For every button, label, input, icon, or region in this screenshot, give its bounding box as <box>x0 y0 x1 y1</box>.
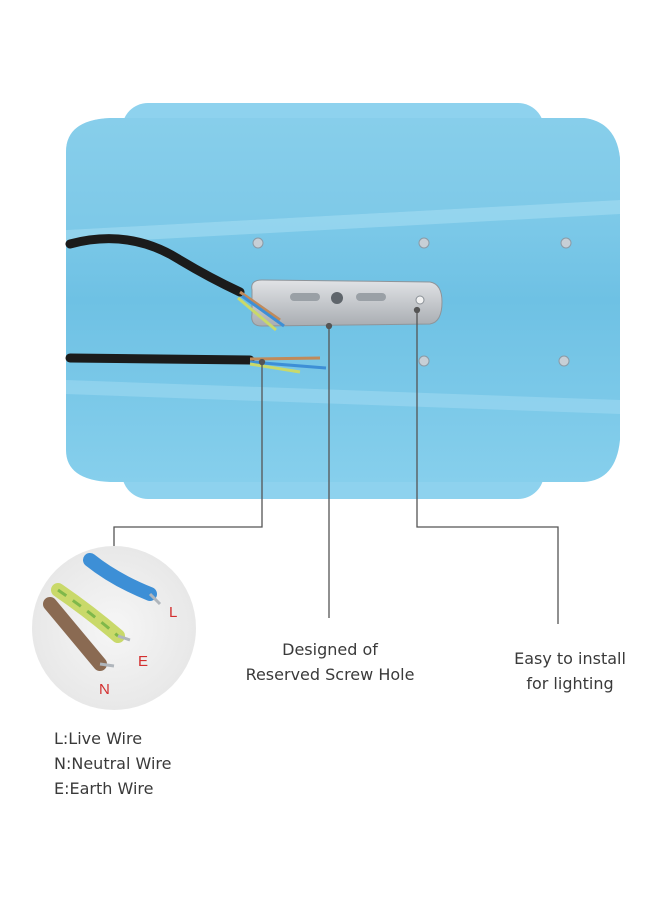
wire-letter-earth: E <box>138 653 148 670</box>
screw-hole-caption: Designed of Reserved Screw Hole <box>215 637 445 687</box>
screw-hole-caption-line-2: Reserved Screw Hole <box>245 665 415 684</box>
wire-letter-live: L <box>169 604 177 621</box>
housing-screws <box>252 237 572 367</box>
wire-legend: L:Live Wire N:Neutral Wire E:Earth Wire <box>54 726 171 801</box>
legend-live: L:Live Wire <box>54 729 143 748</box>
screw-hole-caption-line-1: Designed of <box>282 640 378 659</box>
wire-detail-circle: L E N <box>32 546 196 710</box>
install-caption: Easy to install for lighting <box>495 646 645 696</box>
legend-earth: E:Earth Wire <box>54 779 154 798</box>
live-wire <box>83 553 157 601</box>
leader-line-install <box>416 310 559 624</box>
install-caption-line-1: Easy to install <box>514 649 626 668</box>
neutral-wire <box>43 597 107 671</box>
install-caption-line-2: for lighting <box>526 674 614 693</box>
leader-lines <box>113 306 559 624</box>
legend-neutral: N:Neutral Wire <box>54 754 172 773</box>
wire-letter-neutral: N <box>99 681 110 698</box>
leader-line-wires <box>113 362 263 548</box>
mounting-bracket <box>251 279 443 327</box>
